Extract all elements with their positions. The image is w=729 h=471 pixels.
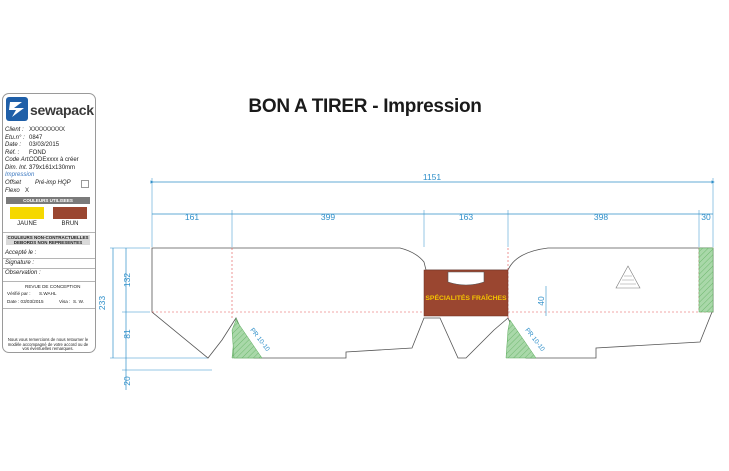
glue-zone	[505, 319, 537, 359]
divider	[3, 232, 95, 233]
offset-key: Offset	[5, 180, 22, 186]
swatch-label-jaune: JAUNE	[17, 221, 37, 227]
review-header: REVUE DE CONCEPTION	[25, 284, 81, 289]
die-outline	[151, 247, 714, 359]
flexo-row: Flexo X	[5, 188, 29, 195]
glue-zone	[231, 319, 263, 359]
info-key: Client :	[5, 127, 24, 133]
info-row: Etu.n° : 0847	[5, 134, 42, 142]
dimension-lines	[150, 178, 715, 247]
info-key: Dim. Int. :	[5, 164, 31, 171]
info-value: 379x161x130mm	[29, 164, 76, 171]
swatch-brun	[53, 207, 87, 219]
flexo-value: X	[25, 188, 30, 194]
verified-by-label: Vérifié par :	[7, 291, 31, 296]
info-value: 03/03/2015	[29, 142, 60, 148]
accepted-row: Accepté le :	[5, 250, 36, 257]
page-title: BON A TIRER - Impression	[248, 96, 482, 117]
segment-label: 398	[594, 212, 608, 222]
observation-label: Observation :	[5, 270, 41, 276]
flexo-key: Flexo	[5, 188, 20, 194]
info-key: Code Art. :	[5, 157, 34, 163]
disclaimer: COULEURS NON-CONTRACTUELLES DEBORDS NON …	[6, 235, 90, 245]
info-value: XXXXXXXXX	[29, 127, 66, 133]
segment-label: 399	[321, 212, 335, 222]
info-value: FOND	[29, 149, 46, 156]
total-width-label: 1151	[423, 172, 442, 182]
verified-by-value: S.WAHL	[39, 291, 57, 296]
info-value: CODExxxx à créer	[29, 157, 79, 163]
height-label: 81	[122, 329, 132, 339]
visa-value: S. W.	[73, 299, 84, 304]
impression-label: Impression	[5, 172, 35, 178]
accepted-label: Accepté le :	[5, 250, 37, 256]
sewapack-logo: sewapack	[6, 97, 94, 121]
height-label: 233	[97, 296, 107, 310]
sewapack-logo-icon	[6, 97, 28, 121]
offset-checkbox	[81, 180, 89, 188]
colors-header: COULEURS UTILISEES	[6, 197, 90, 204]
offset-value: Pré-imp HQP	[35, 180, 71, 186]
visa-label: Visa :	[59, 299, 71, 304]
height-label: 132	[122, 273, 132, 287]
label-print-text: SPÉCIALITÉS FRAÎCHES	[425, 293, 507, 302]
signature-row: Signature :	[5, 260, 34, 267]
height-label: 20	[122, 376, 132, 386]
info-row: Réf. : FOND	[5, 149, 46, 157]
info-key: Etu.n° :	[5, 134, 25, 141]
divider	[3, 308, 95, 309]
info-key: Réf. :	[5, 149, 20, 156]
logo-text: sewapack	[30, 102, 94, 118]
segment-label: 163	[459, 212, 473, 222]
info-row: Client : XXXXXXXXX	[5, 127, 65, 134]
divider	[3, 281, 95, 282]
signature-label: Signature :	[5, 260, 35, 266]
end-flap-hatch	[698, 247, 714, 313]
observation-row: Observation :	[5, 270, 41, 277]
offset-row: Offset Pré-imp HQP	[5, 180, 89, 188]
recycling-triangle-icon	[615, 265, 641, 289]
review-date: Date : 03/03/2015	[7, 299, 44, 304]
segment-label: 30	[701, 212, 711, 222]
swatch-jaune	[10, 207, 44, 219]
divider	[3, 258, 95, 259]
info-value: 0847	[29, 134, 43, 141]
info-row: Dim. Int. :379x161x130mm	[5, 164, 75, 172]
label-window-notch	[447, 271, 485, 286]
info-row: Date : 03/03/2015	[5, 142, 59, 149]
segment-label: 161	[185, 212, 199, 222]
info-key: Date :	[5, 142, 22, 148]
divider	[3, 268, 95, 269]
window-depth-label: 40	[536, 296, 546, 306]
footer-note: Nous vous remercions de nous retourner l…	[7, 337, 89, 352]
info-row: Code Art. :CODExxxx à créer	[5, 157, 79, 164]
swatch-label-brun: BRUN	[61, 221, 79, 227]
